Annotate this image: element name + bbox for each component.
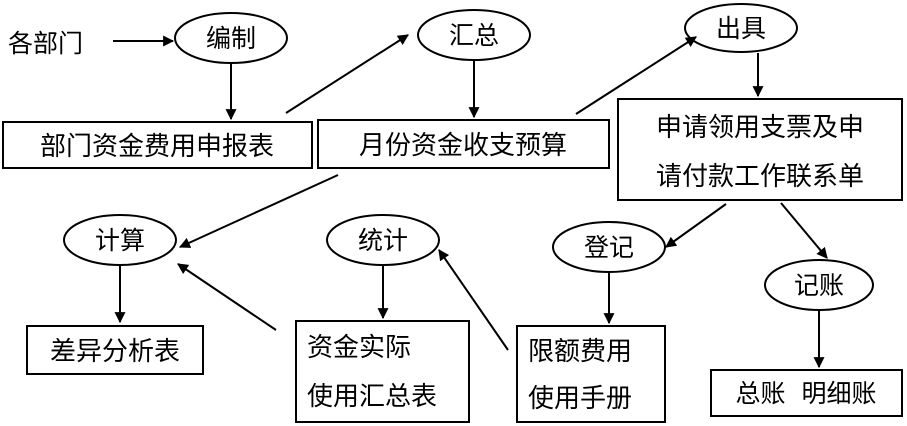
ellipse-node-chuju: 出具 [684,3,798,53]
ellipse-label-jizhang: 记账 [794,271,844,300]
box-label-xiane-line1: 限额费用 [528,337,632,367]
ellipse-label-tongji: 统计 [358,226,408,255]
ellipse-node-bianzhi: 编制 [174,12,288,64]
box-label-chayi-line1: 差异分析表 [50,337,180,367]
box-node-chayi: 差异分析表 [26,325,204,375]
box-label-shenqing-line1: 申请领用支票及申 [656,113,864,143]
arrow-shenqing-to-jizhang [780,202,828,259]
box-label-shenqing-line2: 请付款工作联系单 [656,162,864,192]
ellipse-node-tongji: 统计 [326,214,440,266]
box-label-zhangbu-line1: 总账 明细账 [736,379,877,408]
ellipse-label-bianzhi: 编制 [206,24,256,53]
box-label-xiane-line2: 使用手册 [528,384,632,414]
box-label-baobiao-line1: 部门资金费用申报表 [40,132,274,162]
ellipse-node-jizhang: 记账 [764,259,874,311]
box-node-shenqing: 申请领用支票及申 请付款工作联系单 [617,98,903,201]
arrow-yusuan-to-chuju [575,36,697,115]
arrow-shiji-to-jisuan [177,263,277,331]
ellipse-label-chuju: 出具 [716,14,766,43]
ellipse-label-dengji: 登记 [584,233,634,262]
box-node-zhangbu: 总账 明细账 [710,369,903,417]
arrow-shenqing-to-dengji [665,203,727,248]
box-node-yusuan: 月份资金收支预算 [317,119,610,169]
box-node-shiji: 资金实际 使用汇总表 [295,320,470,423]
arrow-baobiao-to-huizong [285,34,409,114]
box-label-shiji-line1: 资金实际 [307,333,411,363]
box-label-yusuan-line1: 月份资金收支预算 [359,131,567,161]
ellipse-label-huizong: 汇总 [449,21,499,50]
arrow-xiane-to-tongji [438,249,509,351]
arrow-yusuan-to-jisuan [178,174,339,248]
ellipse-node-jisuan: 计算 [63,214,177,266]
box-label-shiji-line2: 使用汇总表 [307,382,437,412]
box-node-baobiao: 部门资金费用申报表 [2,121,313,169]
ellipse-node-dengji: 登记 [552,221,666,273]
box-node-xiane: 限额费用 使用手册 [516,325,666,423]
ellipse-label-jisuan: 计算 [95,226,145,255]
ellipse-node-huizong: 汇总 [417,9,531,61]
source-label-departments: 各部门 [8,29,83,58]
